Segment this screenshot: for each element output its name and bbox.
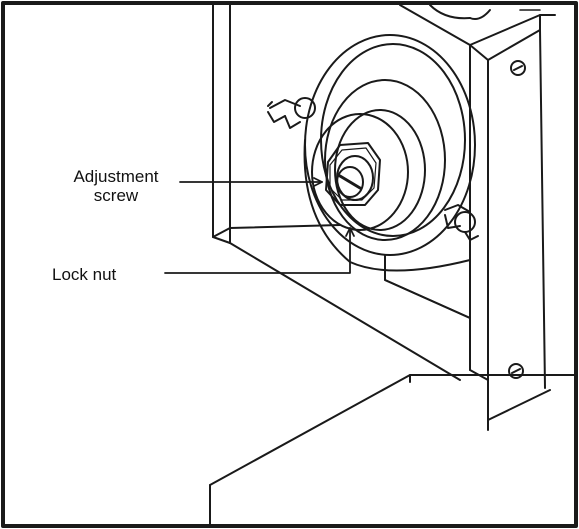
adjustment-screw-label-line2: screw — [93, 186, 139, 205]
wing-nut-left — [267, 97, 316, 129]
box-screw-bottom — [508, 363, 524, 379]
support-block — [384, 254, 471, 319]
callout-arrow-adjustment — [179, 177, 323, 187]
wing-nut-right — [444, 204, 479, 241]
nut-collar — [311, 113, 409, 231]
box-screw-top — [510, 60, 526, 76]
left-frame-panel — [212, 4, 461, 381]
housing-box — [399, 4, 556, 431]
base-plate — [209, 374, 576, 525]
adjustment-screw — [336, 166, 364, 198]
callout-arrow-locknut — [164, 227, 355, 274]
lock-nut-label: Lock nut — [52, 265, 117, 284]
round-housing — [303, 34, 476, 272]
adjustment-screw-label: Adjustment screw — [52, 167, 180, 205]
adjustment-screw-label-line1: Adjustment — [73, 167, 159, 186]
